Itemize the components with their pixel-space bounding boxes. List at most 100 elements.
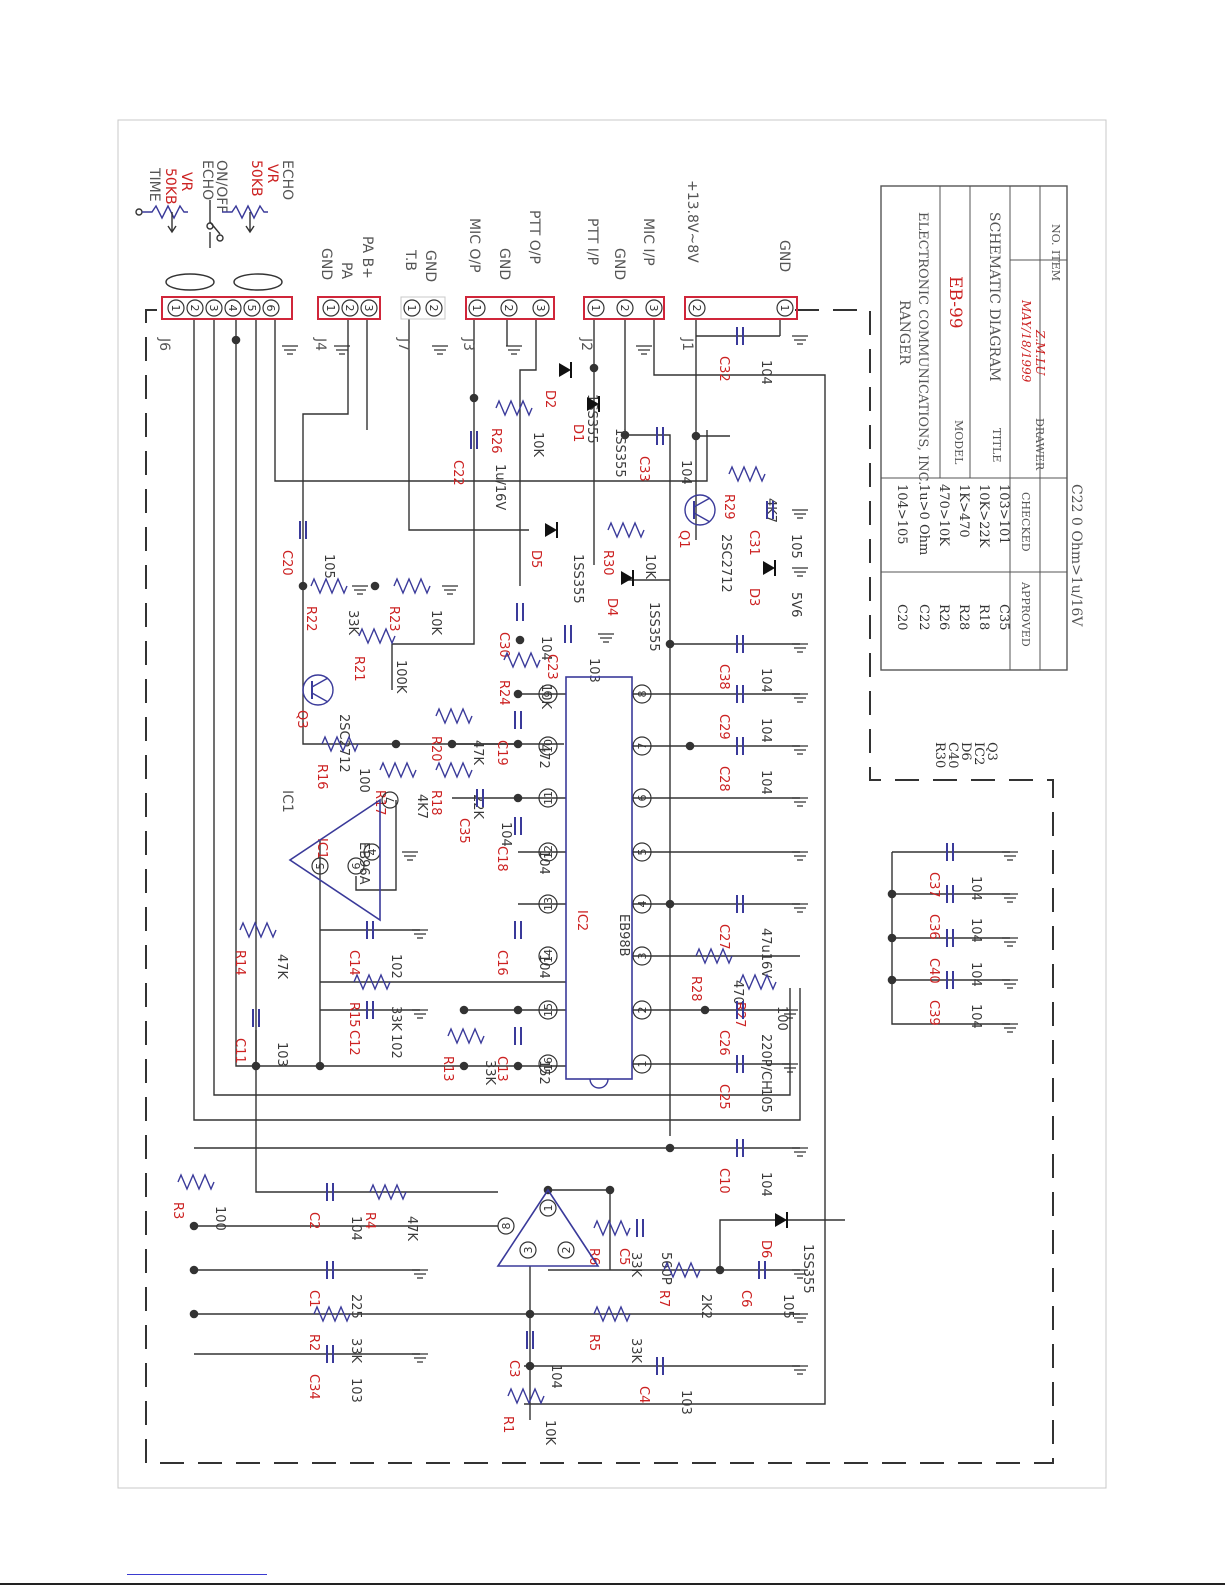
connector-pin xyxy=(186,299,204,317)
junction-dot xyxy=(315,1061,325,1071)
change-part: C22 xyxy=(916,604,931,631)
connector-pin-number: 2 xyxy=(427,305,440,312)
change-part: C20 xyxy=(894,604,909,631)
component-value: 105 xyxy=(321,554,336,579)
component-value: 103 xyxy=(348,1378,363,1403)
ground-symbol xyxy=(412,1269,428,1279)
component-value: 1SS355 xyxy=(570,554,585,604)
ground-symbol xyxy=(792,509,808,519)
component-ref: C40 xyxy=(926,958,941,984)
component-ref: C31 xyxy=(746,530,761,556)
component-value: 104 xyxy=(758,718,773,743)
component-value: 104 xyxy=(758,668,773,693)
connector-pin-number: 1 xyxy=(589,305,602,312)
wiring xyxy=(189,319,1018,1420)
component-ref: R1 xyxy=(500,1416,515,1433)
signal-vr1b: VR xyxy=(178,172,194,192)
component-value: 104 xyxy=(758,770,773,795)
connector-pin-number: 3 xyxy=(362,305,375,312)
component-ref: R30 xyxy=(600,550,615,576)
change-part: R26 xyxy=(936,604,951,630)
tb-model-label: MODEL xyxy=(952,420,965,465)
ic2-pin-number: 3 xyxy=(636,953,649,960)
change-part: R28 xyxy=(956,604,971,630)
junction-dot xyxy=(887,933,897,943)
component-value: 1SS355 xyxy=(646,602,661,652)
optional-part: Q3 xyxy=(984,742,999,761)
ic2-pin-number: 2 xyxy=(636,1007,649,1014)
component-value: 105 xyxy=(758,1088,773,1113)
wire xyxy=(624,319,671,1136)
tb-item-label2: NO. xyxy=(1049,224,1062,246)
ic2-pin-number: 6 xyxy=(636,795,649,802)
component-ref: C22 xyxy=(450,460,465,486)
component-ref: R15 xyxy=(346,1002,361,1028)
component-value: 47K xyxy=(470,740,485,766)
connector-j7: J7 xyxy=(395,296,446,351)
signal-ptt-op: PTT O/P xyxy=(526,210,542,264)
ground-symbol xyxy=(792,851,808,861)
component-value: 1SS355 xyxy=(612,428,627,478)
board-outline xyxy=(145,309,1054,1464)
connector-pin-number: 2 xyxy=(618,305,631,312)
connector-j1: J1 xyxy=(679,296,798,351)
ic2-pin xyxy=(538,1054,558,1074)
component-c38: C38 104 xyxy=(716,635,773,693)
signal-ptt-ip: PTT I/P xyxy=(584,218,600,265)
component-value: 47K xyxy=(404,1216,419,1242)
component-ref: C11 xyxy=(232,1038,247,1064)
component-value: 2K2 xyxy=(698,1294,713,1319)
component-value: 104 xyxy=(968,1004,983,1029)
j4-label: J4 xyxy=(312,337,328,351)
junction-dot xyxy=(665,1143,675,1153)
ic2-pin-number: 13 xyxy=(542,897,555,911)
signal-vr2: 50KB xyxy=(248,160,264,197)
component-ref: C13 xyxy=(494,1056,509,1082)
connector-pin xyxy=(360,299,378,317)
ground-symbol xyxy=(792,643,808,653)
signal-pa: PA xyxy=(338,262,354,280)
component-value: 33K xyxy=(628,1338,643,1364)
junction-dot xyxy=(459,1005,469,1015)
signal-vr2b: VR xyxy=(264,164,280,184)
component-ref: R3 xyxy=(170,1202,185,1219)
component-ref: C38 xyxy=(716,664,731,690)
component-value: 225 xyxy=(348,1294,363,1319)
ic2-pin xyxy=(632,1000,652,1020)
ground-symbol xyxy=(792,1365,808,1375)
ground-symbol xyxy=(412,929,428,939)
component-ref: IC2 xyxy=(574,910,589,931)
signal-labels: TIME 50KB VR ECHO ON/OFF 50KB VR ECHO GN… xyxy=(146,160,792,282)
component-value: 47K xyxy=(274,954,289,980)
junction-dot xyxy=(691,431,701,441)
component-ref: R22 xyxy=(303,606,318,632)
component-value: 33K xyxy=(345,610,360,636)
component-value: 1SS355 xyxy=(800,1244,815,1294)
signal-echo-on2: ON/OFF xyxy=(213,160,229,213)
junction-dot xyxy=(589,363,599,373)
ic2-pin-number: 8 xyxy=(636,691,649,698)
signal-mic-ip: MIC I/P xyxy=(640,218,656,266)
junction-dot xyxy=(189,1221,199,1231)
component-r22: R22 33K xyxy=(303,577,360,636)
ground-symbol xyxy=(792,335,808,345)
junction-dot xyxy=(447,739,457,749)
signal-gnd5: GND xyxy=(776,240,792,272)
junction-dot xyxy=(298,581,308,591)
amp-pin-number: 2 xyxy=(560,1247,573,1254)
change-value: 1u>0 Ohm xyxy=(916,484,931,555)
ic2-pin xyxy=(632,946,652,966)
